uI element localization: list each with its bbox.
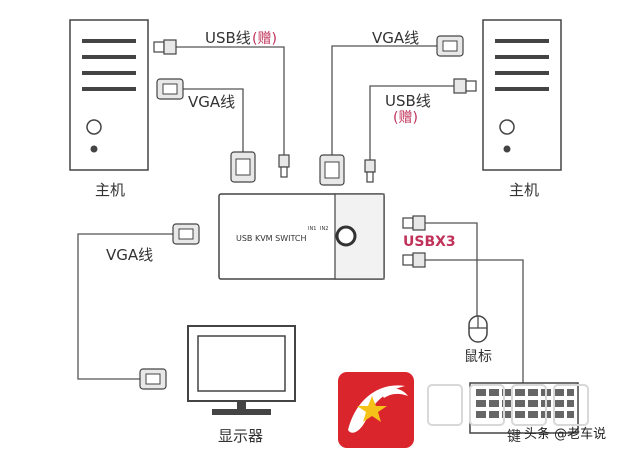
watermark-text: 头条 @老车说: [524, 426, 606, 442]
host-left-label: 主机: [95, 181, 125, 199]
usbx3-label: USBX3: [403, 234, 456, 250]
usb-cable-left-gift-label: (赠): [252, 31, 277, 47]
usb-plug-mouse: [402, 215, 426, 231]
monitor-icon: [187, 325, 296, 415]
usb-plug-right-top: [453, 78, 477, 94]
vga-cable-right: [331, 45, 437, 155]
vga-plug-vertical-right: [319, 154, 345, 186]
usb-plug-keyboard: [402, 252, 426, 268]
usb-cable-right: [369, 85, 454, 160]
switch-button: [335, 225, 357, 247]
vga-plug-vertical-left: [230, 151, 256, 183]
usb-plug-vertical-right: [364, 159, 376, 183]
vga-cable-bottom-label: VGA线: [106, 246, 153, 264]
port-in2-label: IN2: [320, 226, 328, 232]
mouse-label: 鼠标: [464, 349, 492, 365]
mouse-cable: [425, 222, 478, 318]
cables: [77, 45, 524, 384]
vga-cable-right-label: VGA线: [372, 29, 419, 47]
tower-pc-icon-left: [69, 19, 149, 171]
keyboard-label-fragment: 键: [507, 429, 521, 445]
kvm-switch-title: USB KVM SWITCH: [236, 234, 307, 243]
watermark-background-glyphs: [427, 384, 589, 426]
mouse-icon: [468, 315, 488, 343]
tower-pc-icon-right: [482, 19, 562, 171]
vga-plug-right-horizontal: [436, 35, 464, 57]
usb-cable-left-label: USB线: [205, 29, 251, 47]
kvm-switch-box: [218, 193, 385, 280]
vga-plug-bottom-left: [139, 368, 167, 390]
keyboard-cable: [425, 259, 524, 384]
vga-cable-left-label: VGA线: [188, 93, 235, 111]
vga-plug-bottom-top: [172, 223, 200, 245]
dragon-star-logo-icon: [338, 372, 414, 448]
host-right-label: 主机: [509, 181, 539, 199]
usb-plug-vertical-left: [278, 154, 290, 178]
usb-plug-left-top: [153, 39, 177, 55]
usb-cable-left: [176, 46, 285, 155]
port-in1-label: IN1: [308, 226, 316, 232]
usb-cable-right-label: USB线: [385, 92, 431, 110]
usb-cable-right-gift-label: (赠): [393, 110, 418, 126]
vga-cable-bottom: [77, 233, 173, 380]
monitor-label: 显示器: [218, 427, 263, 445]
vga-cable-left: [183, 88, 244, 152]
vga-plug-left-horizontal: [156, 78, 184, 100]
